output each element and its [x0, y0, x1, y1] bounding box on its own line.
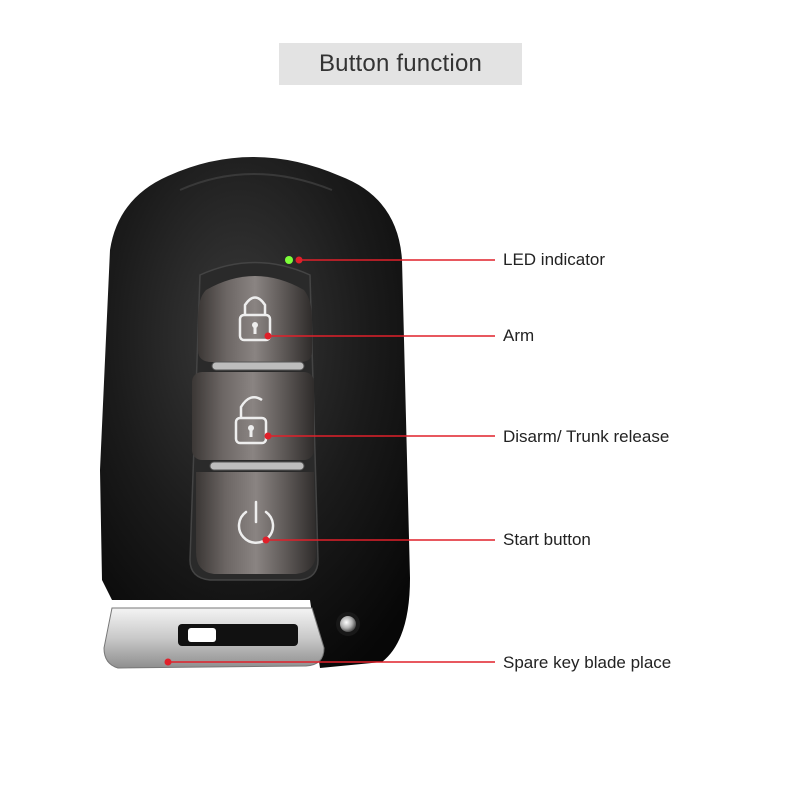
callout-lines — [168, 259, 495, 663]
blade-slot-highlight — [188, 628, 216, 642]
led-indicator-label: LED indicator — [503, 250, 606, 269]
callout-dots — [164, 256, 303, 666]
led-indicator — [285, 256, 293, 264]
disarm-button[interactable] — [192, 372, 314, 460]
callout-dot-led — [295, 256, 303, 264]
arm-button[interactable] — [198, 276, 312, 362]
spare-key-blade — [103, 607, 325, 669]
lock-open-icon — [234, 395, 268, 445]
callout-dot-disarm — [264, 432, 272, 440]
page-title: Button function — [279, 43, 522, 85]
arm-label: Arm — [503, 326, 535, 345]
callout-dot-start — [262, 536, 270, 544]
callout-dot-spare — [164, 658, 172, 666]
spare-blade-label: Spare key blade place — [503, 653, 672, 672]
power-icon — [237, 500, 275, 544]
divider-ridge — [211, 361, 305, 371]
start-label: Start button — [503, 530, 591, 549]
divider-ridge — [209, 461, 305, 471]
screw — [340, 616, 356, 632]
disarm-label: Disarm/ Trunk release — [503, 427, 670, 446]
callout-dot-arm — [264, 332, 272, 340]
lock-closed-icon — [238, 296, 272, 342]
